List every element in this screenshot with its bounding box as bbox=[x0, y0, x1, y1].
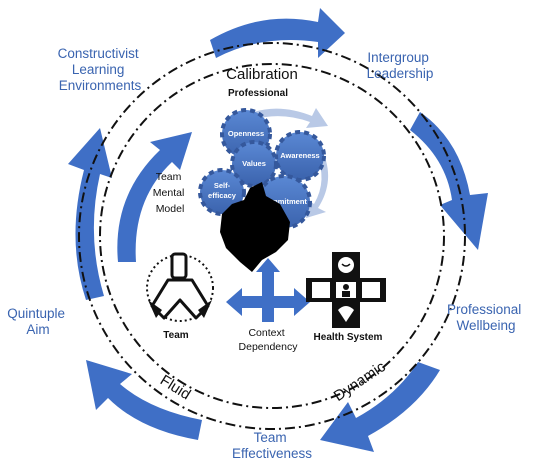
label-intergroup: Intergroup Leadership bbox=[367, 50, 434, 81]
gear-awareness: Awareness bbox=[274, 130, 326, 182]
context-dependency-label: Context Dependency bbox=[239, 327, 299, 353]
gear-label-self-efficacy-2: efficacy bbox=[208, 191, 237, 200]
gear-label-values: Values bbox=[242, 159, 266, 168]
label-team-effectiveness: Team Effectiveness bbox=[232, 430, 312, 461]
team-hands-icon bbox=[146, 252, 214, 322]
outer-ring bbox=[78, 42, 466, 430]
ring-label-calibration: Calibration bbox=[226, 66, 298, 83]
team-mental-model-arrow bbox=[117, 132, 192, 262]
bottom-right-arrow bbox=[320, 362, 440, 452]
gear-self-efficacy: Self- efficacy bbox=[198, 168, 246, 216]
health-system-icon bbox=[306, 252, 386, 328]
professional-title: Professional bbox=[228, 88, 288, 99]
health-system-label: Health System bbox=[314, 332, 383, 343]
left-arrow bbox=[68, 128, 112, 300]
gear-label-self-efficacy: Self- bbox=[214, 181, 231, 190]
label-constructivist: Constructivist Learning Environments bbox=[58, 46, 143, 93]
label-quintuple-aim: Quintuple Aim bbox=[7, 306, 69, 337]
gear-label-openness: Openness bbox=[228, 129, 264, 138]
gear-values: Values bbox=[230, 140, 278, 188]
label-professional-wellbeing: Professional Wellbeing bbox=[447, 302, 525, 333]
context-dependency-arrows bbox=[226, 258, 310, 322]
gear-label-commitment: Commitment bbox=[261, 197, 307, 206]
inner-ring bbox=[99, 63, 445, 409]
bottom-left-arrow bbox=[86, 360, 202, 440]
team-mental-model-label: Team Mental Model bbox=[153, 171, 187, 215]
professional-silhouette bbox=[220, 182, 290, 272]
gear-label-awareness: Awareness bbox=[280, 151, 319, 160]
right-arrow bbox=[410, 112, 488, 250]
team-label: Team bbox=[163, 330, 188, 341]
